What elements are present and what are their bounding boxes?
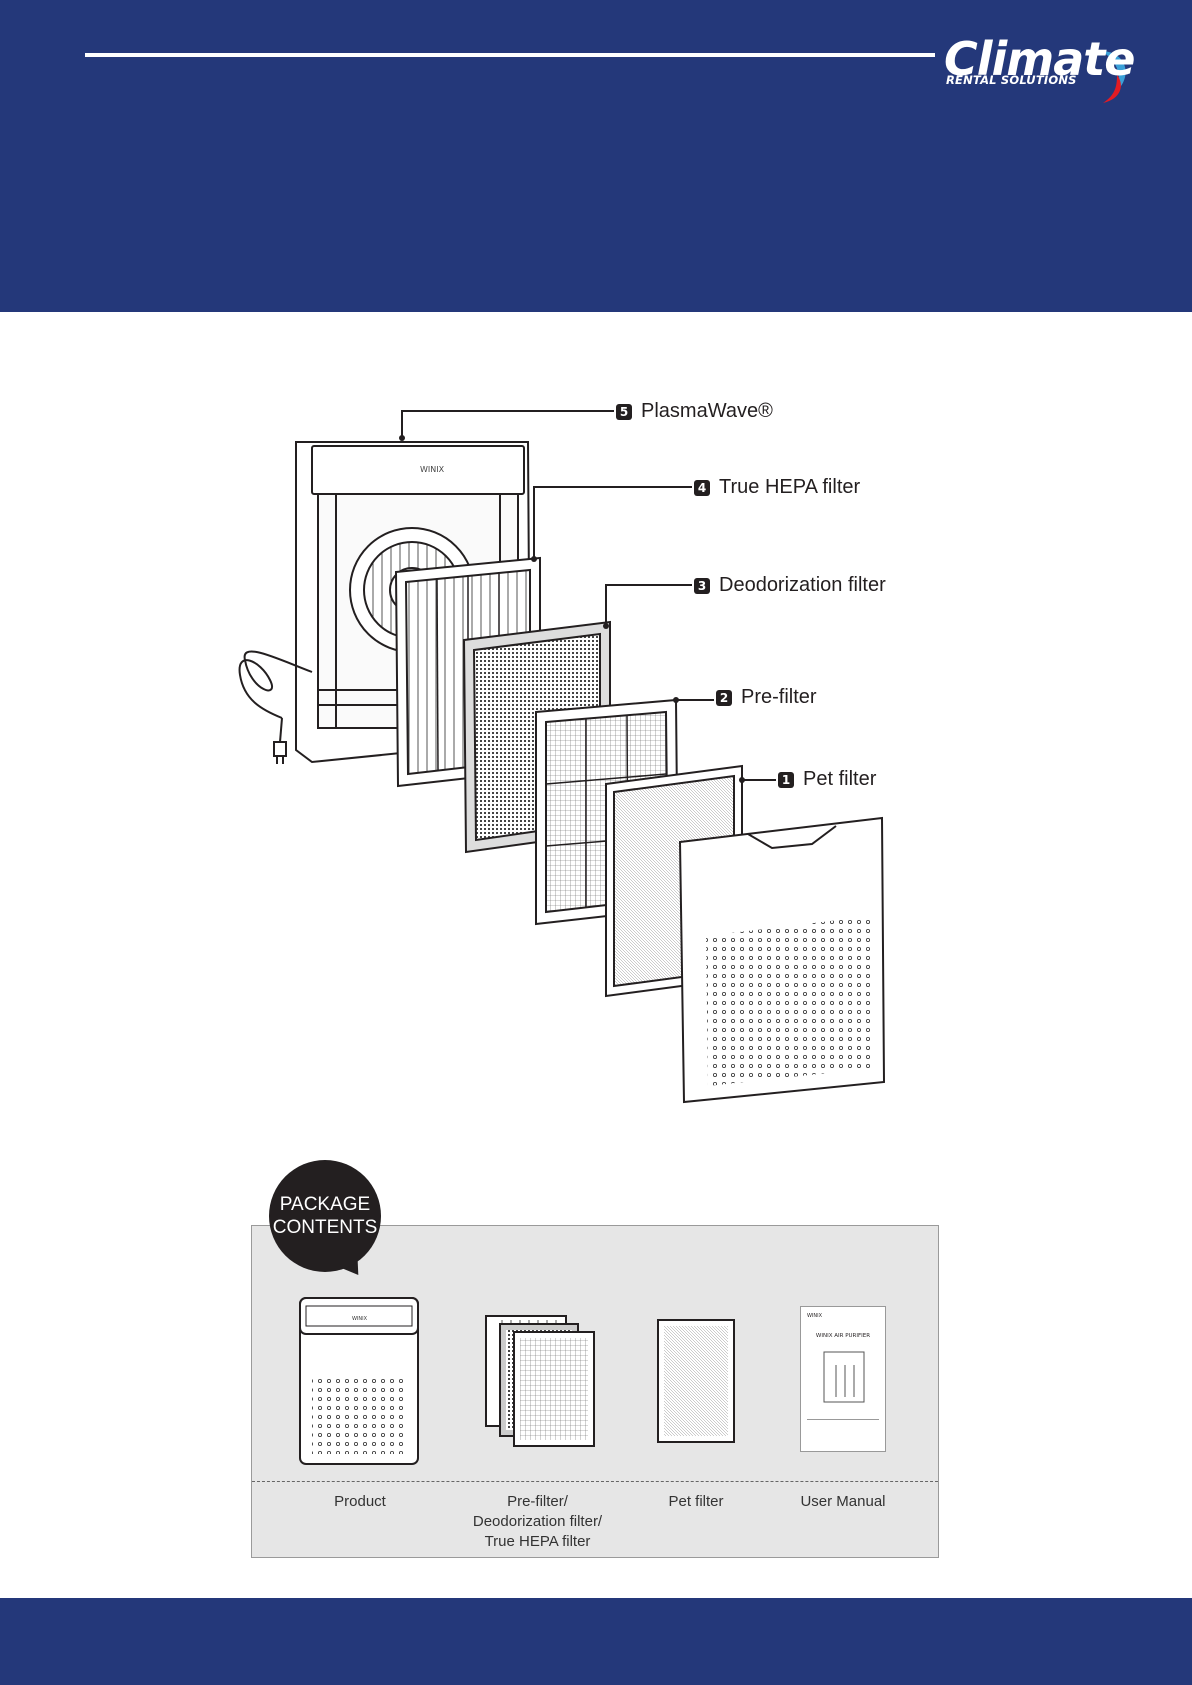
callout-number: 5 xyxy=(616,404,632,420)
package-item-label: User Manual xyxy=(783,1492,903,1512)
callout-number: 3 xyxy=(694,578,710,594)
package-item-label: Pre-filter/ Deodorization filter/ True H… xyxy=(450,1492,625,1552)
logo-subtitle: RENTAL SOLUTIONS xyxy=(946,73,1077,87)
callout-label: Pet filter xyxy=(803,768,876,791)
callout-label: Deodorization filter xyxy=(719,574,886,597)
product-illustration: WINIX xyxy=(298,1296,420,1466)
package-item-label: Product xyxy=(300,1492,420,1512)
callout-label: True HEPA filter xyxy=(719,476,860,499)
package-contents-badge: PACKAGE CONTENTS xyxy=(269,1160,381,1272)
filter-set-illustration xyxy=(480,1310,600,1450)
callout-number: 2 xyxy=(716,690,732,706)
manual-rule xyxy=(807,1419,879,1420)
callout-number: 4 xyxy=(694,480,710,496)
badge-text: PACKAGE CONTENTS xyxy=(273,1193,378,1239)
package-item-label: Pet filter xyxy=(636,1492,756,1512)
callout-pre-filter: 2 Pre-filter xyxy=(716,686,817,709)
purifier-illustration: WINIX xyxy=(0,380,1192,1110)
footer-band xyxy=(0,1598,1192,1685)
callout-deodorization-filter: 3 Deodorization filter xyxy=(694,574,886,597)
user-manual-illustration: WINIX WINIX AIR PURIFIER xyxy=(800,1306,886,1452)
exploded-filter-diagram: WINIX xyxy=(0,380,1192,1110)
callout-label: PlasmaWave® xyxy=(641,400,773,423)
callout-true-hepa-filter: 4 True HEPA filter xyxy=(694,476,860,499)
svg-text:WINIX: WINIX xyxy=(352,1316,368,1322)
callout-label: Pre-filter xyxy=(741,686,817,709)
pet-filter-illustration xyxy=(656,1318,736,1444)
manual-cover-art xyxy=(823,1351,865,1403)
header-rule xyxy=(85,53,935,57)
climate-logo: Climate RENTAL SOLUTIONS xyxy=(940,35,1140,107)
callout-number: 1 xyxy=(778,772,794,788)
manual-brand: WINIX xyxy=(807,1313,822,1319)
dashed-divider xyxy=(252,1481,938,1482)
unit-brand-mark: WINIX xyxy=(420,465,445,474)
manual-title: WINIX AIR PURIFIER xyxy=(801,1333,885,1339)
header-band: Climate RENTAL SOLUTIONS xyxy=(0,0,1192,312)
callout-pet-filter: 1 Pet filter xyxy=(778,768,876,791)
callout-plasmawave: 5 PlasmaWave® xyxy=(616,400,773,423)
